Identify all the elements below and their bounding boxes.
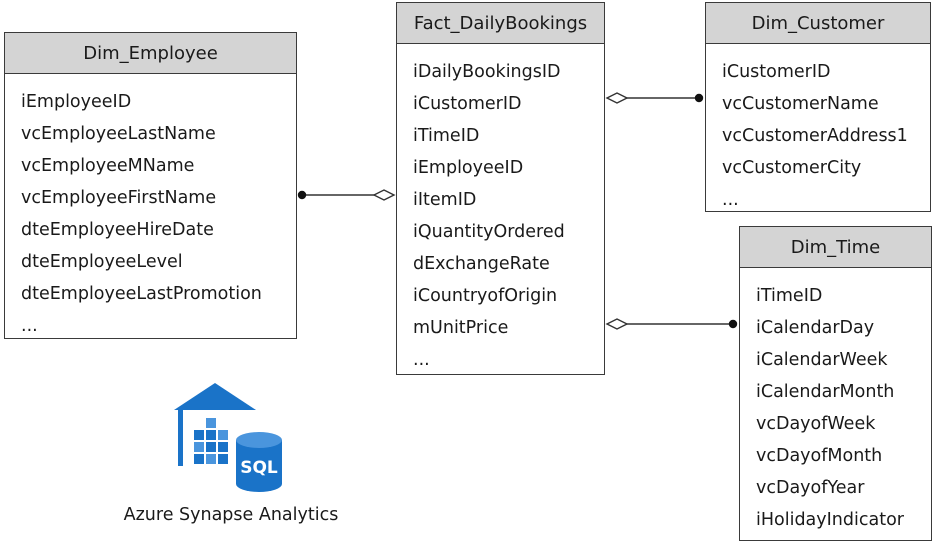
table-dim-time: Dim_Time iTimeID iCalendarDay iCalendarWee… bbox=[739, 226, 932, 541]
field-list: iTimeID iCalendarDay iCalendarWeek iCalenda… bbox=[740, 268, 931, 536]
field-name: iItemID bbox=[413, 190, 477, 210]
table-dim-customer: Dim_Customer iCustomerID vcCustomerName vc… bbox=[705, 2, 931, 212]
field-name: mUnitPrice bbox=[413, 318, 509, 338]
field-name: iCustomerID bbox=[722, 62, 831, 82]
one-end-dot bbox=[694, 93, 704, 103]
field-name: iCustomerID bbox=[413, 94, 522, 114]
field-name: iCalendarDay bbox=[756, 318, 875, 338]
synapse-warehouse-sql-icon: SQL bbox=[174, 383, 282, 492]
field-name: iTimeID bbox=[756, 286, 823, 306]
table-title: Fact_DailyBookings bbox=[397, 3, 604, 44]
field-name: iCalendarWeek bbox=[756, 350, 888, 370]
field-name: ... bbox=[21, 316, 38, 336]
relationship-fact-time bbox=[605, 318, 738, 330]
field-name: dteEmployeeLevel bbox=[21, 252, 183, 272]
field-name: iQuantityOrdered bbox=[413, 222, 565, 242]
relationship-employee-fact bbox=[297, 189, 396, 201]
many-end-diamond bbox=[605, 318, 629, 330]
field-list: iCustomerID vcCustomerName vcCustomerAddre… bbox=[706, 44, 930, 216]
field-name: ... bbox=[722, 190, 739, 210]
field-name: iCalendarMonth bbox=[756, 382, 895, 402]
table-dim-employee: Dim_Employee iEmployeeID vcEmployeeLastNa… bbox=[4, 32, 297, 339]
field-name: iCountryofOrigin bbox=[413, 286, 558, 306]
table-fact-daily-bookings: Fact_DailyBookings iDailyBookingsID iCust… bbox=[396, 2, 605, 375]
many-end-diamond bbox=[372, 189, 396, 201]
field-name: ... bbox=[413, 350, 430, 370]
field-name: dteEmployeeLastPromotion bbox=[21, 284, 262, 304]
field-name: vcCustomerAddress1 bbox=[722, 126, 908, 146]
field-name: dExchangeRate bbox=[413, 254, 550, 274]
field-name: vcEmployeeLastName bbox=[21, 124, 216, 144]
field-name: vcEmployeeMName bbox=[21, 156, 195, 176]
field-name: vcDayofMonth bbox=[756, 446, 883, 466]
many-end-diamond bbox=[605, 92, 629, 104]
one-end-dot bbox=[728, 319, 738, 329]
field-name: iDailyBookingsID bbox=[413, 62, 561, 82]
field-name: vcEmployeeFirstName bbox=[21, 188, 217, 208]
sql-badge-text: SQL bbox=[240, 458, 278, 478]
field-name: iEmployeeID bbox=[413, 158, 524, 178]
table-title: Dim_Customer bbox=[706, 3, 930, 44]
field-name: vcCustomerCity bbox=[722, 158, 862, 178]
field-name: vcDayofWeek bbox=[756, 414, 876, 434]
field-name: iHolidayIndicator bbox=[756, 510, 904, 530]
field-name: vcDayofYear bbox=[756, 478, 865, 498]
logo-caption: Azure Synapse Analytics bbox=[123, 505, 339, 525]
field-name: dteEmployeeHireDate bbox=[21, 220, 214, 240]
one-end-dot bbox=[297, 190, 307, 200]
field-list: iEmployeeID vcEmployeeLastName vcEmployeeM… bbox=[5, 74, 296, 342]
field-list: iDailyBookingsID iCustomerID iTimeID iEmplo… bbox=[397, 44, 604, 376]
table-title: Dim_Time bbox=[740, 227, 931, 268]
field-name: iTimeID bbox=[413, 126, 480, 146]
table-title: Dim_Employee bbox=[5, 33, 296, 74]
relationship-fact-customer bbox=[605, 92, 704, 104]
field-name: iEmployeeID bbox=[21, 92, 132, 112]
field-name: vcCustomerName bbox=[722, 94, 879, 114]
